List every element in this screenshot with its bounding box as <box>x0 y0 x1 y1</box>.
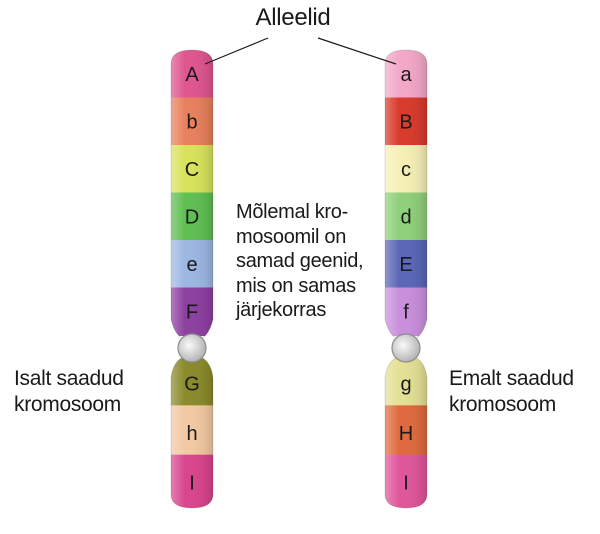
father-gene-label: G <box>184 374 200 396</box>
description-line: järjekorras <box>236 299 327 321</box>
mother-gene-label: d <box>400 206 411 228</box>
father-gene-label: F <box>186 301 198 323</box>
mother-gene-label: B <box>399 111 412 133</box>
father-label-line: kromosoom <box>14 393 121 416</box>
father-band-shading <box>171 356 213 508</box>
description-line: Mõlemal kro- <box>236 201 348 223</box>
father-band-shading <box>171 50 213 341</box>
father-chromosome-label: Isalt saadud kromosoom <box>14 366 154 418</box>
mother-gene-label: E <box>399 254 412 276</box>
father-gene-label: D <box>185 206 199 228</box>
father-gene-label: b <box>186 111 197 133</box>
father-chromosome: AbC DeF GhI <box>170 49 214 509</box>
father-label-line: Isalt saadud <box>14 367 124 390</box>
mother-label-line: Emalt saadud <box>449 367 574 390</box>
mother-gene-label: c <box>401 159 411 181</box>
father-gene-label: C <box>185 159 199 181</box>
description-text: Mõlemal kro- mosoomil on samad geenid, m… <box>236 200 376 323</box>
mother-label-line: kromosoom <box>449 393 556 416</box>
mother-chromosome-label: Emalt saadud kromosoom <box>449 366 594 418</box>
alleles-label: Alleelid <box>255 4 331 31</box>
allele-pointer-right <box>317 37 397 65</box>
mother-band-shading <box>385 356 427 508</box>
mother-gene-label: f <box>403 301 409 323</box>
father-gene-label: I <box>189 472 195 494</box>
mother-chromosome: aBc dEf gH I <box>384 49 428 509</box>
father-gene-label: h <box>186 423 197 445</box>
mother-gene-label: g <box>400 374 411 396</box>
mother-gene-label: I <box>403 472 409 494</box>
description-line: mosoomil on <box>236 225 347 248</box>
father-gene-label: e <box>186 254 197 276</box>
description-line: samad geenid, <box>236 250 364 272</box>
mother-gene-label: H <box>399 423 413 445</box>
father-gene-label: A <box>185 64 199 86</box>
mother-band-shading <box>385 50 427 341</box>
mother-gene-label: a <box>400 64 412 86</box>
mother-centromere <box>391 333 421 363</box>
allele-pointer-left <box>204 37 269 65</box>
description-line: mis on samas <box>236 274 356 297</box>
father-centromere <box>177 333 207 363</box>
